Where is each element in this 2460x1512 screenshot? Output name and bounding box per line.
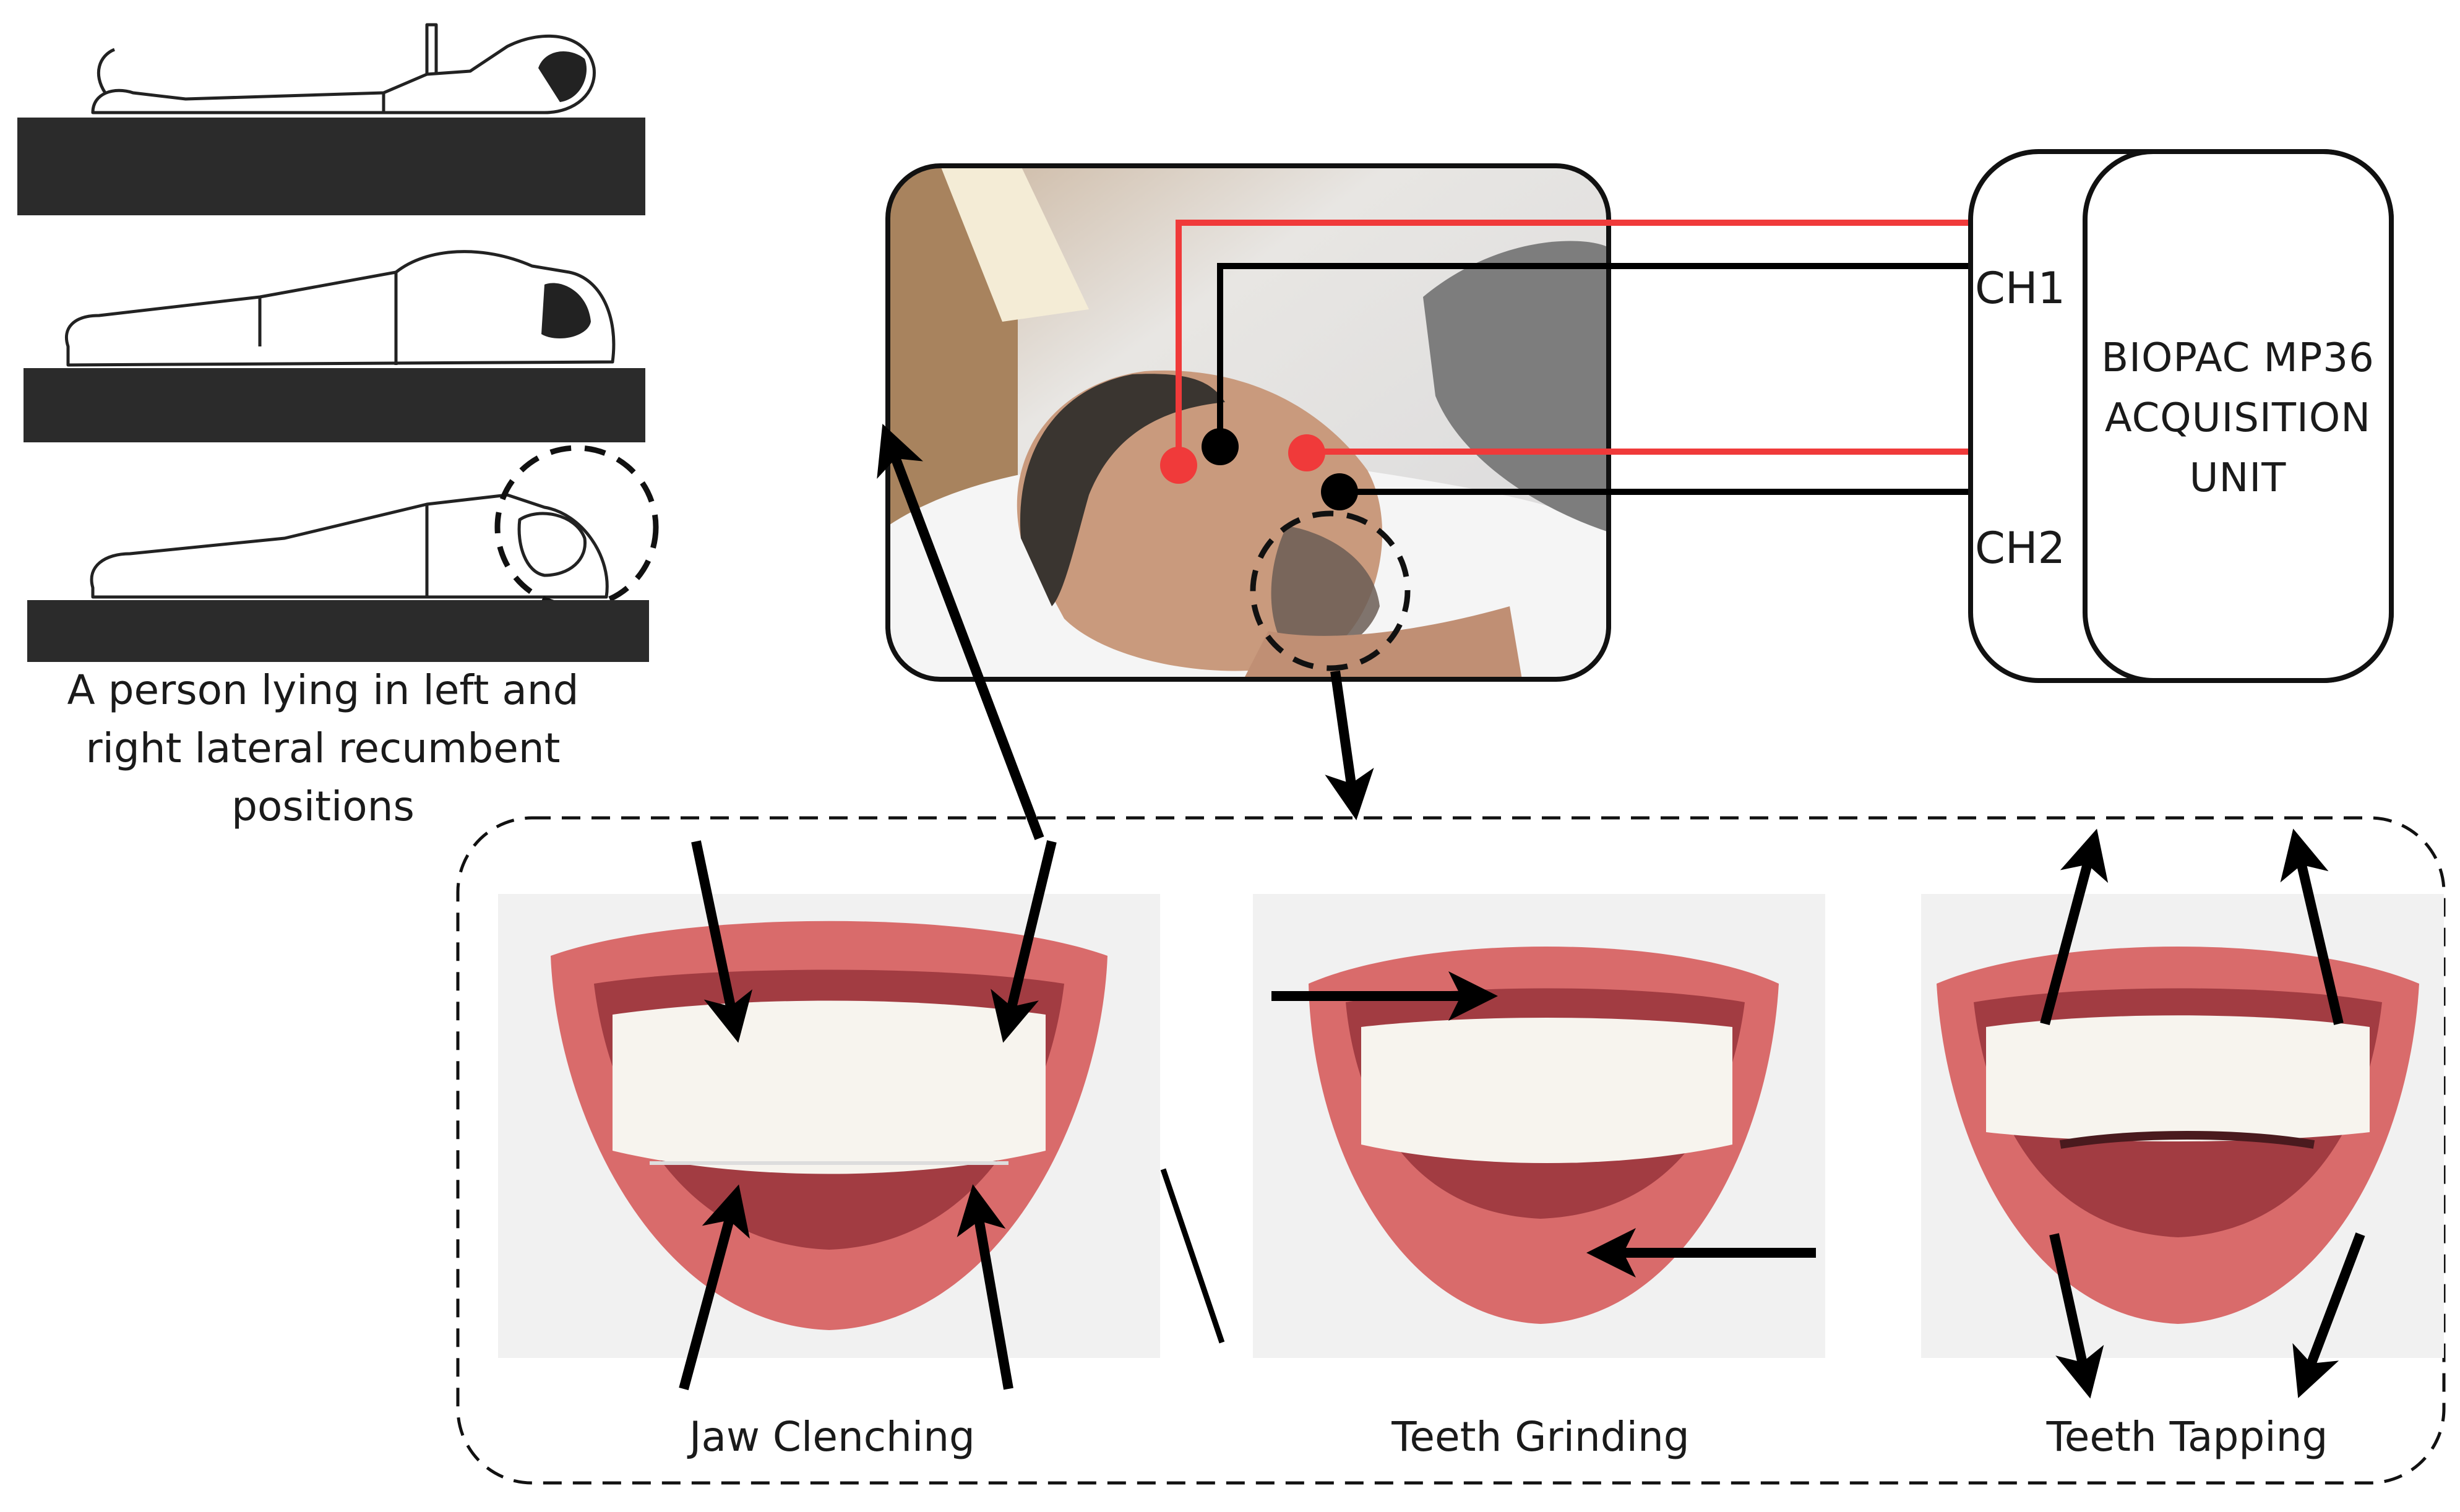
head-hair-icon [538, 51, 587, 102]
biopac-acquisition-unit: CH1 CH2 BIOPAC MP36 ACQUISITION UNIT [1968, 149, 2394, 683]
shirt [1423, 241, 1609, 532]
lamp-shade [940, 166, 1089, 322]
unit-front-panel [2083, 149, 2394, 683]
teeth [613, 1000, 1046, 1174]
head-hair-icon-2 [541, 283, 591, 339]
electrode-black-ch1 [1202, 428, 1239, 465]
lying-positions-panel: A person lying in left and right lateral… [17, 23, 659, 830]
clench-arrow-4 [957, 1184, 1013, 1390]
teeth-grinding-label: Teeth Grinding [1391, 1413, 1689, 1461]
unit-label-line-3: UNIT [2190, 455, 2287, 501]
sleeping-person-photo [885, 163, 1611, 682]
tap-arrow-up-1 [2040, 828, 2109, 1026]
tap-arrow-down-1 [2049, 1233, 2104, 1399]
mattress-2 [24, 368, 645, 442]
positions-caption-line-2: right lateral recumbent [85, 724, 560, 772]
ch1-red-wire [1176, 220, 1969, 464]
lateral-figure-icon-2 [90, 493, 609, 599]
channel-2-label: CH2 [1975, 523, 2065, 573]
lateral-figure-icon-1 [65, 250, 616, 367]
clench-arrow-1 [691, 840, 753, 1043]
positions-caption-line-3: positions [231, 783, 415, 830]
electrode-red-ch1 [1160, 447, 1197, 484]
positions-caption-line-1: A person lying in left and [67, 666, 579, 714]
tap-arrow-up-2 [2280, 828, 2344, 1025]
teeth-grinding-image [1253, 894, 1825, 1358]
separator-stroke [1160, 1168, 1225, 1344]
jaw-clenching-image [498, 894, 1160, 1358]
electrode-black-ch2 [1321, 473, 1358, 510]
channel-1-label: CH1 [1975, 263, 2065, 314]
unit-label-line-1: BIOPAC MP36 [2101, 335, 2375, 381]
clench-arrow-3 [679, 1184, 750, 1391]
supine-figure-icon [91, 23, 596, 114]
unit-label-line-2: ACQUISITION [2105, 395, 2371, 441]
link-arrow-to-panel [1325, 670, 1374, 820]
electrode-wiring [1176, 220, 1969, 495]
hand [1244, 606, 1522, 679]
beard [1271, 526, 1380, 657]
clench-arrow-2 [991, 840, 1057, 1043]
tap-arrow-down-2 [2292, 1232, 2365, 1398]
link-arrow-to-photo [877, 424, 1044, 840]
mattress-3 [27, 600, 649, 662]
jaw-clenching-label: Jaw Clenching [687, 1413, 975, 1461]
teeth-tapping-label: Teeth Tapping [2046, 1413, 2328, 1461]
teeth-tapping-image [1921, 894, 2444, 1358]
mouth-highlight-circle [1250, 510, 1411, 671]
mattress-1 [17, 118, 645, 215]
motion-arrows [679, 424, 2365, 1399]
ch1-black-wire [1217, 263, 1969, 447]
hair [1020, 374, 1225, 606]
electrode-red-ch2 [1288, 434, 1325, 471]
